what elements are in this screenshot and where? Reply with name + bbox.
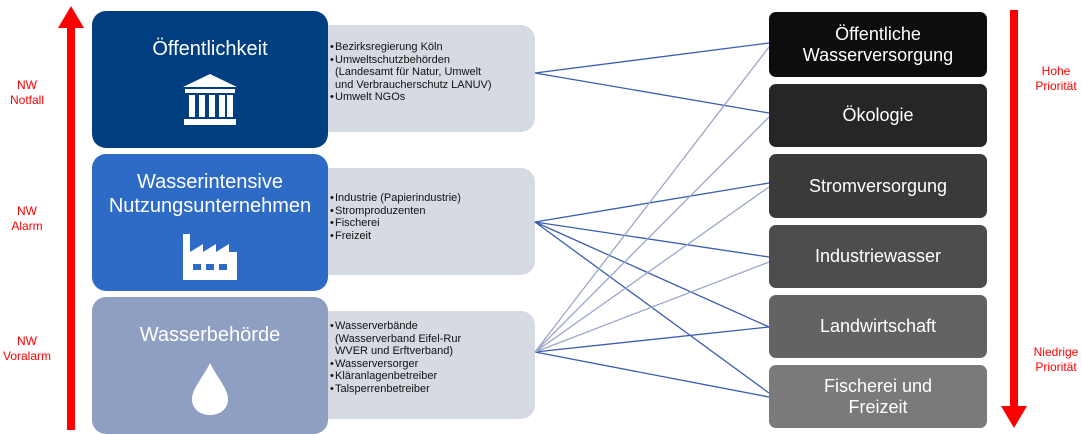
list-item: •Talsperrenbetreiber	[330, 382, 430, 395]
water-use-oeffentliche-wasserversorgung: Öffentliche Wasserversorgung	[769, 12, 987, 77]
stakeholder-oeffentlichkeit: Öffentlichkeit	[92, 11, 328, 148]
government-building-icon	[183, 74, 237, 125]
water-use-oekologie: Ökologie	[769, 84, 987, 147]
connector-line-strong	[534, 72, 770, 114]
water-use-landwirtschaft: Landwirtschaft	[769, 295, 987, 358]
connector-line-light	[534, 116, 770, 353]
detail-panel-nutzungsunternehmen: •Industrie (Papierindustrie) •Stromprodu…	[310, 168, 535, 275]
priority-arrow	[1001, 10, 1027, 428]
list-item: •Fischerei	[330, 217, 380, 229]
connector-line-light	[534, 261, 770, 353]
detail-panel-wasserbehoerde: •Wasserverbände (Wasserverband Eifel-Rur…	[310, 311, 535, 419]
stakeholder-title: Wasserbehörde	[139, 324, 281, 346]
list-item: •Umwelt NGOs	[330, 91, 406, 103]
water-use-fischerei-freizeit: Fischerei und Freizeit	[769, 365, 987, 428]
connector-line-strong	[534, 182, 770, 223]
stakeholder-title: Wasserintensive Nutzungsunternehmen	[108, 171, 312, 217]
connector-line-light	[534, 186, 770, 353]
stakeholder-wasserbehoerde: Wasserbehörde	[92, 297, 328, 434]
connector-line-strong	[534, 351, 770, 398]
list-item: •Bezirksregierung Köln	[330, 41, 443, 53]
list-item: •Kläranlagenbetreiber	[330, 370, 438, 382]
connector-line-strong	[534, 326, 770, 353]
list-item: •Umweltschutzbehörden (Landesamt für Nat…	[330, 53, 492, 91]
connector-line-light	[534, 46, 770, 353]
list-item: •Industrie (Papierindustrie)	[330, 192, 461, 204]
connector-line-strong	[534, 221, 770, 258]
list-item: •Wasserverbände (Wasserverband Eifel-Rur…	[330, 320, 462, 357]
water-use-industriewasser: Industriewasser	[769, 225, 987, 288]
connector-line-strong	[534, 42, 770, 74]
water-drop-icon	[192, 363, 228, 415]
stakeholder-nutzungsunternehmen: Wasserintensive Nutzungsunternehmen	[92, 154, 328, 291]
list-item: •Freizeit	[330, 229, 372, 242]
escalation-arrow	[58, 6, 84, 430]
list-item: •Stromproduzenten	[330, 204, 426, 217]
stakeholder-title: Öffentlichkeit	[152, 38, 268, 60]
list-item: •Wasserversorger	[330, 357, 419, 370]
water-use-stromversorgung: Stromversorgung	[769, 154, 987, 218]
detail-panel-oeffentlichkeit: •Bezirksregierung Köln •Umweltschutzbehö…	[310, 25, 535, 132]
factory-icon	[183, 234, 237, 280]
connector-line-strong	[534, 221, 770, 328]
